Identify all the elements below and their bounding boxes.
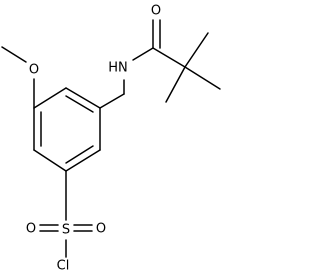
bond-tbutyl-methyl-top bbox=[184, 32, 209, 68]
sulfur-label: S bbox=[62, 223, 70, 238]
bond-ring-ch2 bbox=[99, 93, 125, 109]
molecule-structure: O HN O S O O Cl bbox=[1, 4, 221, 274]
ring-bond-top-right-inner bbox=[65, 95, 94, 113]
ring-bond-bottom-right bbox=[65, 149, 101, 172]
bond-methoxy-o-ch3 bbox=[1, 46, 27, 63]
bond-tbutyl-methyl-bottom bbox=[165, 66, 186, 103]
methoxy-oxygen-label: O bbox=[29, 63, 39, 78]
benzene-ring bbox=[33, 87, 101, 172]
carbonyl-oxygen-label: O bbox=[151, 4, 161, 19]
ring-bond-bottom-left bbox=[33, 149, 67, 172]
bond-carbonyl-quaternary-c bbox=[152, 47, 186, 68]
ring-bond-top bbox=[33, 87, 67, 109]
bond-nh-carbonyl-c bbox=[132, 47, 154, 61]
sulfonyl-oxygen-right-label: O bbox=[96, 222, 106, 237]
chlorine-label: Cl bbox=[57, 259, 70, 274]
ring-bond-top-right bbox=[65, 87, 101, 109]
amide-nh-label: HN bbox=[108, 61, 128, 76]
ring-bond-bottom-right-inner bbox=[65, 145, 94, 164]
sulfonyl-oxygen-left-label: O bbox=[26, 222, 36, 237]
bond-tbutyl-methyl-right bbox=[184, 66, 221, 90]
